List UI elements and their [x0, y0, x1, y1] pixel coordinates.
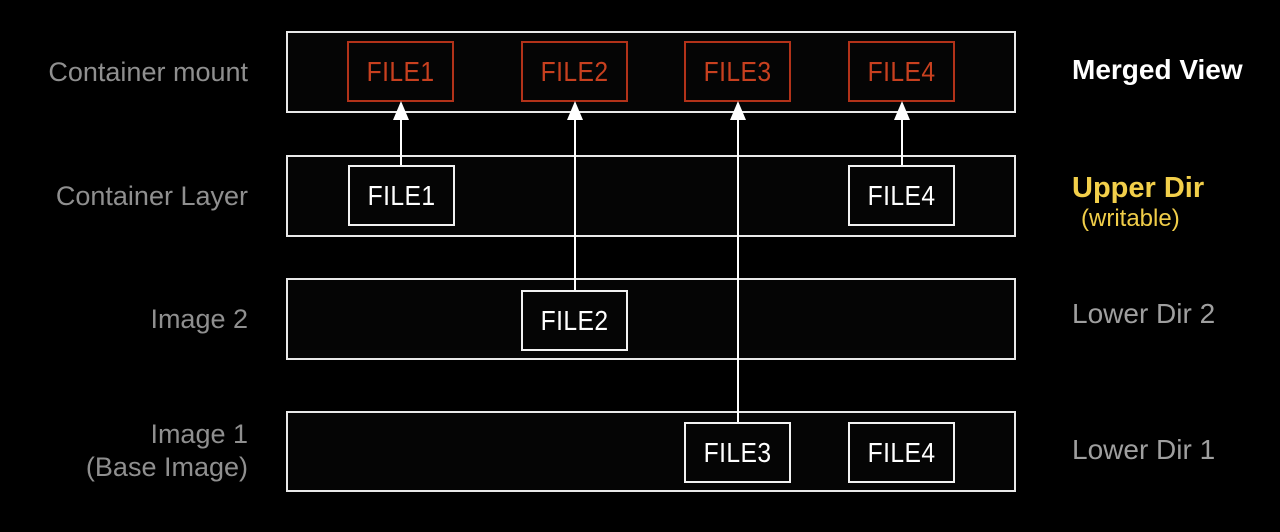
file-box-upper-file1: FILE1 [348, 165, 455, 226]
arrow-head-file2 [567, 101, 583, 120]
file-box-upper-file4: FILE4 [848, 165, 955, 226]
upper-dir-sublabel: (writable) [1081, 205, 1180, 232]
right-label-merged-view: Merged View [1072, 54, 1272, 86]
left-label-image-2: Image 2 [150, 304, 248, 334]
file-label: FILE1 [367, 179, 436, 211]
file-box-merged-file4: FILE4 [848, 41, 955, 102]
file-label: FILE3 [703, 55, 772, 87]
file-label: FILE2 [540, 55, 609, 87]
file-label: FILE2 [540, 304, 609, 336]
left-label-image-1-line1: Image 1 [150, 419, 248, 449]
arrow-line-file2 [574, 116, 576, 290]
file-box-merged-file3: FILE3 [684, 41, 791, 102]
file-label: FILE1 [366, 55, 435, 87]
arrow-line-file3 [737, 116, 739, 422]
file-label: FILE4 [867, 436, 936, 468]
merged-view-label: Merged View [1072, 54, 1243, 85]
arrow-head-file1 [393, 101, 409, 120]
file-label: FILE3 [703, 436, 772, 468]
right-label-lower-dir-2: Lower Dir 2 [1072, 298, 1272, 330]
lower-dir-2-label: Lower Dir 2 [1072, 298, 1216, 329]
lower-dir-1-label: Lower Dir 1 [1072, 434, 1216, 465]
arrow-head-file4 [894, 101, 910, 120]
file-label: FILE4 [867, 179, 936, 211]
file-box-merged-file2: FILE2 [521, 41, 628, 102]
file-box-lower1-file3: FILE3 [684, 422, 791, 483]
left-label-container-mount: Container mount [48, 57, 248, 87]
left-label-image-1: Image 1 (Base Image) [0, 418, 248, 484]
file-box-lower2-file2: FILE2 [521, 290, 628, 351]
file-label: FILE4 [867, 55, 936, 87]
arrow-line-file1 [400, 116, 402, 165]
upper-dir-label: Upper Dir [1072, 172, 1205, 204]
right-label-upper-dir: Upper Dir (writable) [1072, 172, 1272, 233]
left-label-image-1-line2: (Base Image) [85, 452, 248, 482]
file-box-merged-file1: FILE1 [347, 41, 454, 102]
right-label-lower-dir-1: Lower Dir 1 [1072, 434, 1272, 466]
arrow-head-file3 [730, 101, 746, 120]
left-label-container-layer: Container Layer [55, 181, 248, 211]
arrow-line-file4 [901, 116, 903, 165]
file-box-lower1-file4: FILE4 [848, 422, 955, 483]
row-image-2 [286, 278, 1016, 360]
